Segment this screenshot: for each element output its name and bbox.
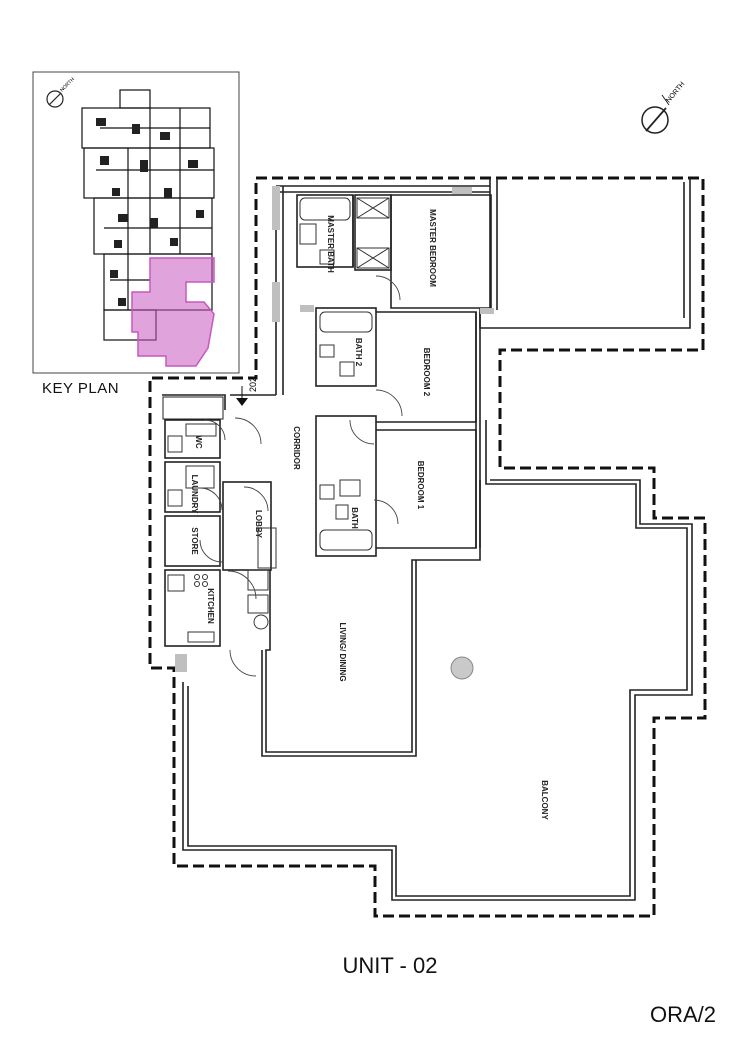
wall-fills — [175, 186, 494, 672]
key-plan-details — [96, 118, 204, 306]
fixtures — [167, 197, 390, 643]
entry-arrow-icon — [236, 386, 248, 406]
drawing-code: ORA/2 — [649, 1002, 716, 1027]
key-plan: NORTH — [32, 71, 240, 374]
entry-number: 202 — [248, 377, 258, 392]
label-balcony: BALCONY — [540, 780, 549, 820]
label-store: STORE — [190, 527, 199, 555]
label-bedroom2: BEDROOM 2 — [422, 348, 431, 397]
unit-title: UNIT - 02 — [342, 953, 438, 978]
label-lobby: LOBBY — [254, 510, 263, 539]
key-plan-unit-highlight — [131, 257, 215, 367]
walls — [162, 178, 693, 901]
north-arrow-icon: NORTH — [641, 81, 686, 134]
circular-feature — [450, 656, 474, 680]
key-plan-label: KEY PLAN — [42, 380, 120, 397]
room-labels: MASTER BATH MASTER BEDROOM BATH 2 BEDROO… — [190, 209, 549, 820]
label-bath: BATH — [350, 507, 359, 529]
label-wc: WC — [194, 435, 203, 449]
label-master-bedroom: MASTER BEDROOM — [428, 209, 437, 287]
label-master-bath: MASTER BATH — [326, 215, 335, 273]
label-living-dining: LIVING/ DINING — [338, 622, 347, 681]
label-laundry: LAUNDRY — [190, 475, 199, 514]
label-kitchen: KITCHEN — [206, 588, 215, 624]
unit-boundary — [148, 176, 707, 918]
north-text: NORTH — [665, 81, 686, 104]
door-swings — [199, 275, 403, 677]
label-corridor: CORRIDOR — [292, 426, 301, 470]
label-bath2: BATH 2 — [354, 338, 363, 367]
label-bedroom1: BEDROOM 1 — [416, 461, 425, 510]
